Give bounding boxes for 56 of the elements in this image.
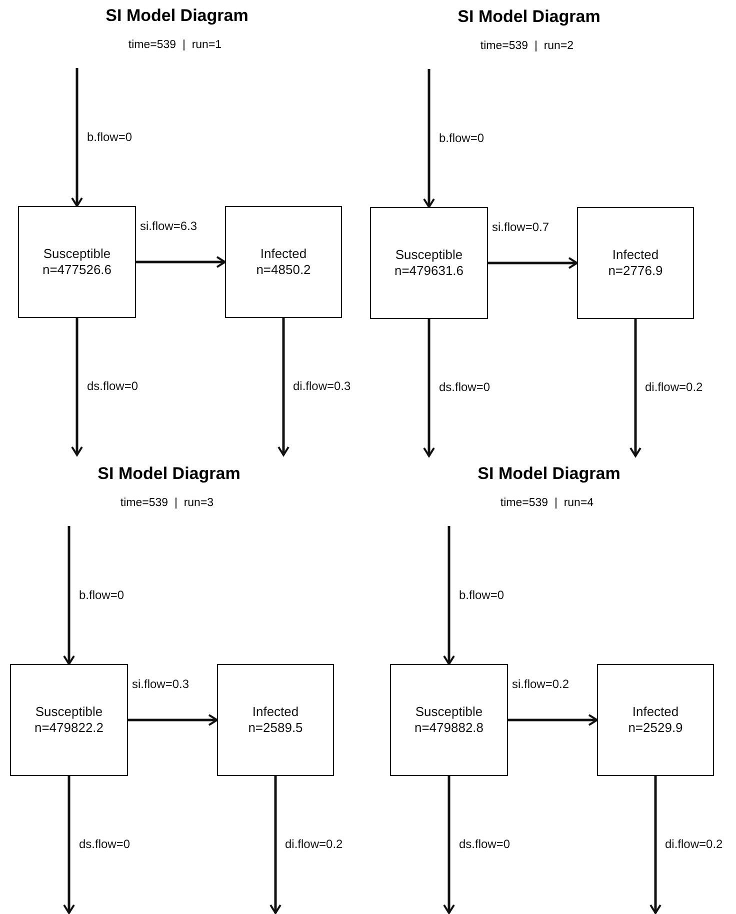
compartment-box (577, 207, 694, 319)
edge-label: si.flow=0.7 (492, 220, 550, 234)
run-info: time=539 | run=3 (120, 497, 214, 509)
edge-label: ds.flow=0 (439, 380, 490, 394)
flow-arrow (63, 526, 75, 665)
flow-arrow (270, 776, 282, 914)
compartment-label: Susceptible n=479822.2 (33, 704, 105, 736)
flow-arrow (71, 68, 83, 207)
compartment-box (18, 206, 136, 318)
edge-label: di.flow=0.2 (285, 837, 343, 851)
flow-arrow (423, 319, 435, 457)
compartment-label: Infected n=2589.5 (247, 704, 304, 736)
flow-arrow (136, 256, 226, 268)
edge-label: si.flow=0.3 (132, 677, 190, 691)
compartment-box (217, 664, 334, 776)
panel-heading: SI Model Diagram (478, 464, 620, 484)
edge-label: b.flow=0 (79, 588, 124, 602)
edge-label: di.flow=0.2 (665, 837, 723, 851)
compartment-label: Infected n=2776.9 (607, 247, 664, 279)
panel-heading: SI Model Diagram (458, 7, 600, 27)
edge-label: si.flow=0.2 (512, 677, 570, 691)
panel-heading: SI Model Diagram (106, 6, 248, 26)
flow-arrow (71, 318, 83, 456)
edge-label: b.flow=0 (439, 131, 484, 145)
compartment-box (10, 664, 128, 776)
flow-arrow (128, 714, 218, 726)
flow-arrow (630, 319, 642, 457)
edge-label: di.flow=0.3 (293, 379, 351, 393)
flow-arrow (443, 526, 455, 665)
compartment-label: Infected n=4850.2 (255, 246, 312, 278)
compartment-box (597, 664, 714, 776)
compartment-label: Infected n=2529.9 (627, 704, 684, 736)
edge-label: di.flow=0.2 (645, 380, 703, 394)
flow-arrow (443, 776, 455, 914)
run-info: time=539 | run=4 (500, 497, 594, 509)
edge-label: ds.flow=0 (79, 837, 130, 851)
run-info: time=539 | run=2 (480, 40, 574, 52)
edge-label: si.flow=6.3 (140, 219, 198, 233)
compartment-label: Susceptible n=477526.6 (41, 246, 113, 278)
edge-label: ds.flow=0 (459, 837, 510, 851)
flow-arrow (650, 776, 662, 914)
compartment-label: Susceptible n=479882.8 (413, 704, 485, 736)
flow-arrow (488, 257, 578, 269)
flow-arrow (278, 318, 290, 456)
flow-arrow (508, 714, 598, 726)
compartment-box (370, 207, 488, 319)
edge-label: b.flow=0 (459, 588, 504, 602)
panel-heading: SI Model Diagram (98, 464, 240, 484)
flow-arrow (63, 776, 75, 914)
edge-label: ds.flow=0 (87, 379, 138, 393)
compartment-box (225, 206, 342, 318)
edge-label: b.flow=0 (87, 130, 132, 144)
compartment-box (390, 664, 508, 776)
compartment-label: Susceptible n=479631.6 (393, 247, 465, 279)
run-info: time=539 | run=1 (128, 39, 222, 51)
flow-arrow (423, 69, 435, 208)
